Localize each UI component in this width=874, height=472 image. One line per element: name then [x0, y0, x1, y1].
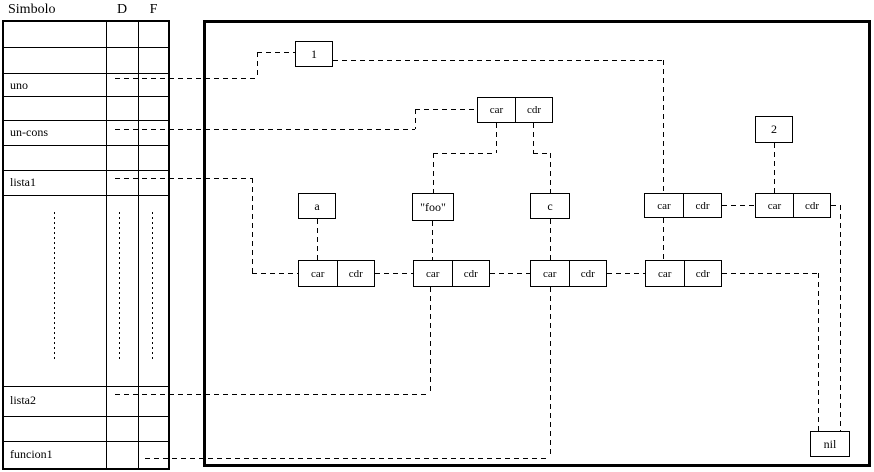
- car-slot: car: [311, 267, 325, 280]
- cons-cell-list-2: car cdr: [413, 260, 490, 287]
- car-slot: car: [489, 104, 504, 116]
- pointer-consA-to-cell4: [663, 218, 664, 260]
- symbol-row-funcion1: funcion1: [10, 447, 53, 461]
- pointer-consB-to-nil: [840, 205, 841, 431]
- table-grid-line: [106, 21, 107, 469]
- table-grid-line: [3, 416, 169, 417]
- pointer-one-to-cons: [333, 60, 663, 61]
- pointer-lista1: [252, 273, 298, 274]
- pointer-uno: [257, 52, 258, 78]
- cdr-slot: cdr: [336, 261, 375, 286]
- pointer-topcons-car: [433, 153, 496, 154]
- table-grid-line: [138, 21, 139, 469]
- pointer-lista2: [115, 394, 430, 395]
- car-slot: car: [657, 199, 671, 212]
- car-slot: car: [658, 267, 672, 280]
- pointer-lista1: [252, 178, 253, 274]
- cons-cell-list-3: car cdr: [530, 260, 607, 287]
- cdr-slot: cdr: [683, 261, 722, 286]
- pointer-cell1-to-cell2: [375, 273, 413, 274]
- car-slot: car: [543, 267, 557, 280]
- pointer-one-to-cons: [663, 60, 664, 193]
- table-grid-line: [3, 120, 169, 121]
- table-grid-line: [3, 386, 169, 387]
- pointer-cell4-to-nil: [818, 273, 819, 431]
- cons-cell-top-a: car cdr: [644, 193, 722, 218]
- pointer-cell3-to-cell4: [607, 273, 645, 274]
- table-grid-line: [3, 73, 169, 74]
- cons-cell-list-4: car cdr: [645, 260, 722, 287]
- table-grid-line: [3, 195, 169, 196]
- pointer-a-to-cell1: [317, 219, 318, 260]
- symbol-row-lista2: lista2: [10, 393, 36, 407]
- symbol-row-lista1: lista1: [10, 175, 36, 189]
- pointer-topcons-cdr: [533, 123, 534, 153]
- table-grid-line: [3, 47, 169, 48]
- table-grid-line: [3, 441, 169, 442]
- atom-box-1: 1: [295, 41, 333, 67]
- pointer-two-to-cons: [774, 143, 775, 193]
- table-grid-line: [3, 145, 169, 146]
- car-slot: car: [426, 267, 440, 280]
- pointer-topcons-cdr: [550, 153, 551, 193]
- atom-box-c: c: [530, 193, 570, 219]
- table-grid-line: [3, 96, 169, 97]
- column-header-f: F: [149, 2, 158, 17]
- pointer-uno: [257, 52, 296, 53]
- memory-diagram-frame: [203, 20, 871, 467]
- pointer-un-cons: [115, 129, 415, 130]
- cons-cell-top-b: car cdr: [755, 193, 831, 218]
- pointer-lista2: [430, 287, 431, 394]
- table-title: Simbolo: [8, 2, 56, 17]
- symbol-table: [2, 20, 170, 470]
- ellipsis-dots: [54, 212, 55, 360]
- pointer-foo-to-cell2: [432, 221, 433, 260]
- cons-cell-list-1: car cdr: [298, 260, 375, 287]
- cdr-slot: cdr: [568, 261, 607, 286]
- pointer-topcons-car: [433, 153, 434, 193]
- cdr-slot: cdr: [683, 194, 721, 217]
- pointer-cell4-to-nil: [722, 273, 818, 274]
- column-header-d: D: [116, 2, 128, 17]
- pointer-topcons-car: [496, 123, 497, 153]
- pointer-un-cons: [415, 109, 477, 110]
- pointer-uno: [115, 78, 257, 79]
- atom-box-a: a: [298, 193, 336, 219]
- car-slot: car: [767, 199, 782, 212]
- atom-box-2: 2: [755, 116, 793, 143]
- pointer-cell2-to-cell3: [490, 273, 530, 274]
- cdr-slot: cdr: [793, 194, 830, 217]
- pointer-consB-to-nil: [831, 205, 840, 206]
- ellipsis-dots: [119, 212, 120, 360]
- pointer-topcons-cdr: [533, 153, 550, 154]
- cdr-slot: cdr: [451, 261, 490, 286]
- pointer-funcion1: [145, 458, 550, 459]
- atom-box-nil: nil: [810, 431, 850, 457]
- pointer-lista1: [115, 178, 252, 179]
- cdr-slot: cdr: [515, 98, 552, 122]
- symbol-row-uno: uno: [10, 78, 28, 92]
- pointer-c-to-cell3: [550, 219, 551, 260]
- symbol-row-un-cons: un-cons: [10, 125, 48, 139]
- pointer-consA-to-consB: [722, 205, 755, 206]
- pointer-funcion1: [550, 287, 551, 458]
- table-grid-line: [3, 170, 169, 171]
- pointer-un-cons: [415, 109, 416, 129]
- atom-box-foo: "foo": [412, 193, 454, 221]
- ellipsis-dots: [152, 212, 153, 360]
- cons-cell-uncons: car cdr: [477, 97, 553, 123]
